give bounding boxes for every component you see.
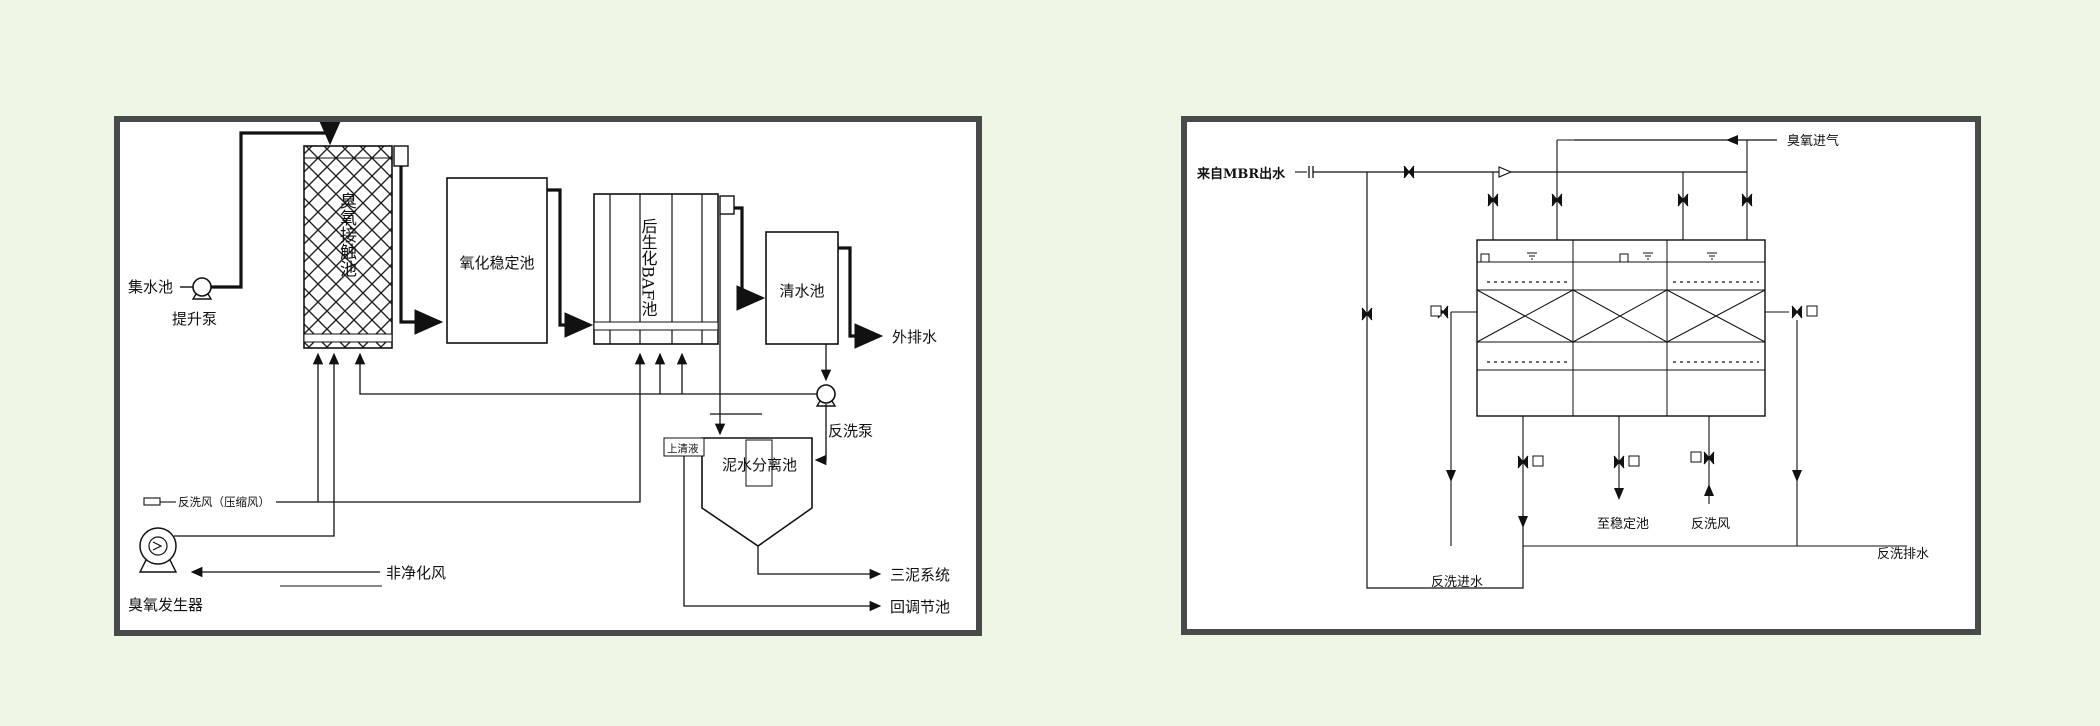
pipe-to-oxidation bbox=[399, 166, 444, 335]
sludge-water-separation-tank bbox=[701, 437, 813, 547]
pipe-to-baf bbox=[547, 188, 594, 338]
backwash-air-label-right: 反洗风 bbox=[1691, 517, 1730, 532]
clear-water-tank bbox=[765, 231, 839, 345]
lift-pump-icon bbox=[191, 277, 213, 300]
backwash-air-label: 反洗风（压缩风） bbox=[178, 495, 270, 509]
backwash-air-inlet-icon bbox=[143, 497, 161, 506]
ozone-contact-tank-body bbox=[1476, 239, 1766, 417]
collecting-tank-label: 集水池 bbox=[128, 278, 173, 296]
non-purified-air-label: 非净化风 bbox=[386, 564, 446, 582]
process-flow-diagram: 臭氧接触池 氧化稳定池 后生化BAF池 清水池 外排水 反洗泵 反洗风（压缩风） bbox=[128, 122, 950, 616]
bio-baf-tank bbox=[593, 193, 735, 345]
discharge-label: 外排水 bbox=[892, 328, 937, 346]
pipe-to-clear-water bbox=[734, 206, 766, 311]
ozone-contact-tank-detail-diagram: 来自MBR出水 臭氧进气 反洗进水 bbox=[1196, 133, 1929, 590]
sludge-system-label: 三泥系统 bbox=[890, 566, 950, 584]
feed-pipe bbox=[211, 122, 343, 289]
backwash-pump-label: 反洗泵 bbox=[828, 422, 873, 440]
oxidation-stabilization-tank-label: 氧化稳定池 bbox=[459, 254, 534, 272]
ozone-contact-tank-label: 臭氧接触池 bbox=[336, 192, 357, 277]
backwash-drain-label: 反洗排水 bbox=[1877, 547, 1929, 562]
supernatant-label: 上清液 bbox=[667, 442, 699, 455]
inlet-valve-icon bbox=[1403, 165, 1415, 179]
process-flow-diagram-panel: 臭氧接触池 氧化稳定池 后生化BAF池 清水池 外排水 反洗泵 反洗风（压缩风） bbox=[114, 116, 982, 636]
backwash-inlet-label: 反洗进水 bbox=[1431, 575, 1483, 590]
from-mbr-label: 来自MBR出水 bbox=[1196, 166, 1286, 182]
backwash-pump-icon bbox=[815, 384, 837, 407]
to-stabilization-label: 至稳定池 bbox=[1597, 516, 1649, 532]
oxidation-stabilization-tank bbox=[446, 177, 548, 344]
return-to-equalization-label: 回调节池 bbox=[890, 598, 950, 616]
lift-pump-label: 提升泵 bbox=[172, 310, 217, 328]
ozone-generator-label: 臭氧发生器 bbox=[128, 596, 203, 614]
ozone-inlet-label: 臭氧进气 bbox=[1787, 133, 1839, 149]
clear-water-tank-label: 清水池 bbox=[779, 282, 824, 300]
sludge-water-separation-label: 泥水分离池 bbox=[722, 456, 797, 474]
ozone-generator-icon bbox=[138, 527, 178, 573]
ozone-contact-tank bbox=[303, 145, 409, 349]
ozone-contact-tank-detail-panel: 来自MBR出水 臭氧进气 反洗进水 bbox=[1181, 116, 1981, 635]
bio-baf-label: 后生化BAF池 bbox=[639, 218, 658, 316]
discharge-pipe bbox=[838, 246, 884, 349]
